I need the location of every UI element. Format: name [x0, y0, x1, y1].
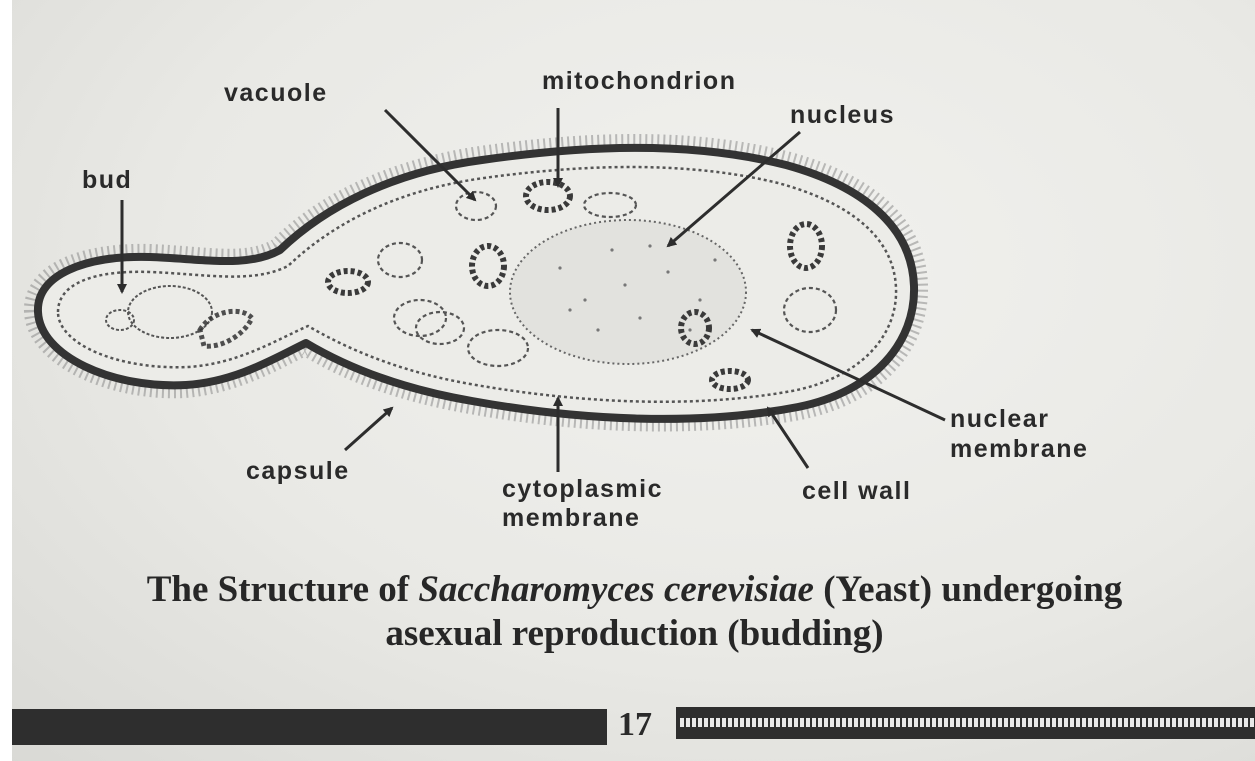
label-nuclear-membrane: membrane — [950, 436, 1088, 462]
footer-bar-left — [12, 709, 607, 745]
footer-bar-pattern — [680, 718, 1255, 727]
label-nucleus: nucleus — [790, 102, 895, 128]
caption-line-2: asexual reproduction (budding) — [385, 613, 883, 654]
cell-wall — [38, 148, 914, 419]
capsule-pointer — [345, 408, 392, 450]
label-cytoplasmic-membrane: membrane — [502, 505, 640, 531]
label-capsule: capsule — [246, 458, 350, 484]
label-vacuole: vacuole — [224, 80, 328, 106]
caption-species: Saccharomyces cerevisiae — [418, 569, 814, 610]
label-bud: bud — [82, 167, 132, 193]
page-number: 17 — [618, 706, 652, 744]
label-mitochondrion: mitochondrion — [542, 68, 736, 94]
footer-bar-right — [676, 707, 1255, 739]
label-cell-wall: cell wall — [802, 478, 911, 504]
figure-caption: The Structure of Saccharomyces cerevisia… — [22, 568, 1247, 656]
label-nuclear: nuclear — [950, 406, 1049, 432]
caption-text-start: The Structure of — [147, 569, 419, 610]
caption-text-end: (Yeast) undergoing — [814, 569, 1122, 610]
nucleus-shape — [510, 220, 746, 364]
label-cytoplasmic: cytoplasmic — [502, 476, 663, 502]
